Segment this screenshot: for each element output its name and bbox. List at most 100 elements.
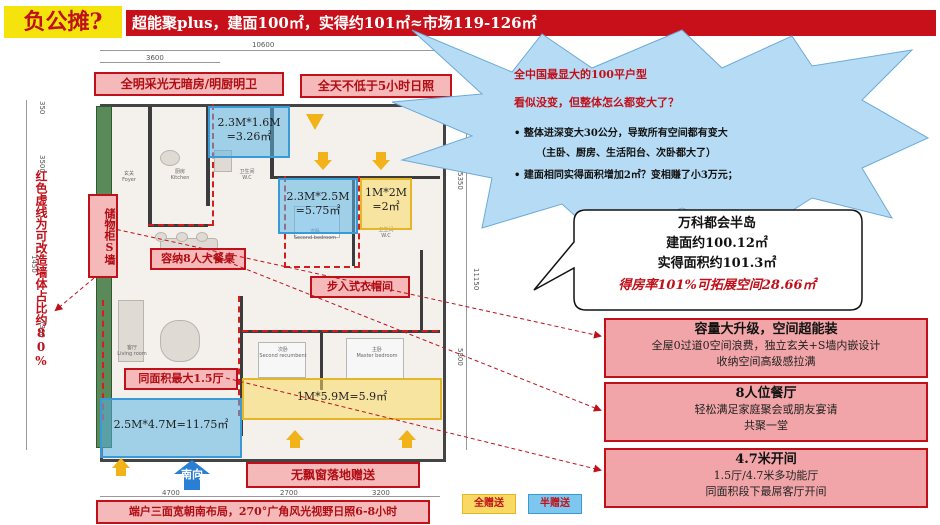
label-bright-rooms: 全明采光无暗房/明厨明卫 bbox=[94, 72, 284, 96]
room-foyer: 玄关 Foyer bbox=[122, 171, 136, 183]
chair bbox=[155, 232, 167, 242]
south-arrow-icon bbox=[174, 460, 210, 490]
dim-top-left: 3600 bbox=[146, 54, 164, 62]
zone-kitchen: 2.3M*1.6M =3.26㎡ bbox=[208, 106, 290, 158]
bubble-line3: 实得面积约101.3㎡ bbox=[657, 256, 777, 271]
dim-left-3500: 3500 bbox=[38, 155, 46, 173]
sun-arrow-5 bbox=[286, 430, 304, 452]
speech-bubble-shape bbox=[533, 209, 863, 311]
bed-second bbox=[258, 342, 306, 378]
sofa bbox=[118, 300, 144, 362]
left-red-note: 红色虚线为可改造墙体占比约80% bbox=[34, 170, 48, 368]
wall bbox=[240, 296, 243, 436]
label-living-same: 同面积最大1.5厅 bbox=[124, 368, 238, 390]
legend-half: 半赠送 bbox=[528, 494, 582, 514]
header-banner: 超能聚plus，建面100㎡，实得约101㎡≈市场119-126㎡ bbox=[126, 10, 936, 36]
bubble-line2: 建面约100.12㎡ bbox=[666, 236, 768, 251]
label-storage-wall: 储物柜S墙 bbox=[88, 194, 118, 278]
label-sunlight: 全天不低于5小时日照 bbox=[300, 74, 452, 98]
burst-line1: 全中国最显大的100平户型 bbox=[514, 68, 647, 81]
callout-capacity: 容量大升级，空间超能装 全屋0过道0空间浪费，独立玄关+S墙内嵌设计 收纳空间高… bbox=[604, 318, 928, 378]
sun-arrow-1 bbox=[306, 114, 324, 134]
bubble-line4: 得房率101%可拓展空间28.66㎡ bbox=[618, 278, 816, 293]
burst-bullet1-text: 整体进深变大30公分，导致所有空间都有变大 bbox=[523, 128, 728, 139]
dim-bottom-4700: 4700 bbox=[162, 489, 180, 497]
wall bbox=[420, 250, 423, 330]
dim-right-11150: 11150 bbox=[472, 268, 480, 291]
dim-left-350: 350 bbox=[38, 101, 46, 115]
bubble-line1: 万科都会半岛 bbox=[677, 216, 756, 231]
dim-left-7300: 7300 bbox=[38, 320, 46, 338]
connector-line bbox=[207, 253, 602, 412]
connector-line bbox=[109, 227, 602, 339]
arrow-down-icon bbox=[314, 152, 332, 170]
sink-furniture bbox=[160, 150, 180, 166]
callout-living-title: 4.7米开间 bbox=[735, 452, 797, 467]
wall bbox=[148, 106, 152, 226]
connector-line bbox=[54, 277, 95, 312]
wall bbox=[270, 176, 440, 179]
label-bottom-note: 端户三面宽朝南布局，270°广角风光视野日照6-8小时 bbox=[96, 500, 430, 524]
dim-line-bottom bbox=[100, 496, 440, 497]
label-walkin-closet: 步入式衣帽间 bbox=[310, 276, 410, 298]
burst-bullet2: • 建面相同实得面积增加2㎡？变相赚了小3万元； bbox=[514, 170, 738, 181]
room-second-bedroom-bottom: 次卧 Second recumbent bbox=[259, 347, 307, 359]
room-master: 主卧 Master bedroom bbox=[356, 347, 398, 359]
burst-bullet1b: （主卧、厨房、生活阳台、次卧都大了） bbox=[536, 148, 716, 159]
arrow-down-icon bbox=[372, 152, 390, 170]
arrow-down-icon bbox=[306, 114, 324, 130]
room-wc1: 卫生间 W.C bbox=[239, 169, 255, 181]
dim-bottom-2700: 2700 bbox=[280, 489, 298, 497]
callout-capacity-body2: 收纳空间高级感拉满 bbox=[716, 355, 816, 368]
dashed-wall-living bbox=[238, 296, 244, 416]
chair bbox=[196, 232, 208, 242]
zone-kitchen-text: 2.3M*1.6M =3.26㎡ bbox=[217, 116, 281, 143]
callout-dining-body2: 共聚一堂 bbox=[744, 419, 788, 432]
zone-second-bed-text: 2.3M*2.5M =5.75㎡ bbox=[286, 190, 350, 217]
room-living: 客厅 Living room bbox=[117, 345, 147, 357]
arrow-up-icon bbox=[112, 458, 130, 476]
zone-bedrooms-text: 1M*5.9M=5.9㎡ bbox=[296, 390, 388, 403]
dim-left-1450: 1450 bbox=[30, 255, 38, 273]
callout-dining: 8人位餐厅 轻松满足家庭聚会或朋友宴请 共聚一堂 bbox=[604, 382, 928, 442]
dim-right-5350: 5350 bbox=[456, 172, 464, 190]
burst-bullet1: • 整体进深变大30公分，导致所有空间都有变大 bbox=[514, 128, 728, 139]
callout-capacity-title: 容量大升级，空间超能装 bbox=[694, 322, 838, 337]
burst-line2: 看似没变，但整体怎么都变大了？ bbox=[514, 96, 679, 109]
arrow-up-icon bbox=[398, 430, 416, 448]
sun-arrow-2 bbox=[314, 152, 332, 174]
dim-line-left bbox=[26, 100, 27, 450]
zone-living: 2.5M*4.7M=11.75㎡ bbox=[100, 398, 242, 458]
zone-wc-text: 1M*2M =2㎡ bbox=[364, 186, 408, 213]
sun-arrow-6 bbox=[398, 430, 416, 452]
coffee-table bbox=[160, 320, 200, 362]
dim-line-top bbox=[100, 50, 440, 51]
sun-arrow-3 bbox=[372, 152, 390, 174]
dashed-wall-left bbox=[102, 300, 108, 420]
header-tag: 负公摊? bbox=[4, 6, 122, 38]
zone-wc: 1M*2M =2㎡ bbox=[360, 178, 412, 230]
starburst-shape bbox=[392, 29, 930, 241]
wall bbox=[320, 330, 323, 390]
dashed-wall-kitchen bbox=[148, 104, 214, 226]
callout-living: 4.7米开间 1.5厅/4.7米多功能厅 同面积段下最屌客厅开间 bbox=[604, 448, 928, 508]
arrow-up-icon bbox=[286, 430, 304, 448]
zone-second-bed: 2.3M*2.5M =5.75㎡ bbox=[278, 178, 358, 234]
callout-dining-title: 8人位餐厅 bbox=[735, 386, 797, 401]
room-kitchen: 厨房 Kitchen bbox=[170, 169, 190, 181]
dim-top-total: 10600 bbox=[252, 41, 275, 49]
callout-living-body1: 1.5厅/4.7米多功能厅 bbox=[713, 469, 819, 482]
legend-full: 全赠送 bbox=[462, 494, 516, 514]
zone-living-text: 2.5M*4.7M=11.75㎡ bbox=[113, 418, 229, 431]
dim-line-top2 bbox=[100, 62, 220, 63]
callout-dining-body1: 轻松满足家庭聚会或朋友宴请 bbox=[694, 403, 838, 416]
south-arrow bbox=[174, 460, 210, 490]
connector-line bbox=[225, 377, 602, 473]
dim-line-right bbox=[466, 100, 467, 450]
dim-right-5800: 5800 bbox=[456, 348, 464, 366]
zone-bedrooms: 1M*5.9M=5.9㎡ bbox=[242, 378, 442, 420]
room-wc2: 卫生间 W.C bbox=[378, 227, 394, 239]
callout-living-body2: 同面积段下最屌客厅开间 bbox=[705, 485, 827, 498]
south-label: 南向 bbox=[181, 468, 203, 481]
